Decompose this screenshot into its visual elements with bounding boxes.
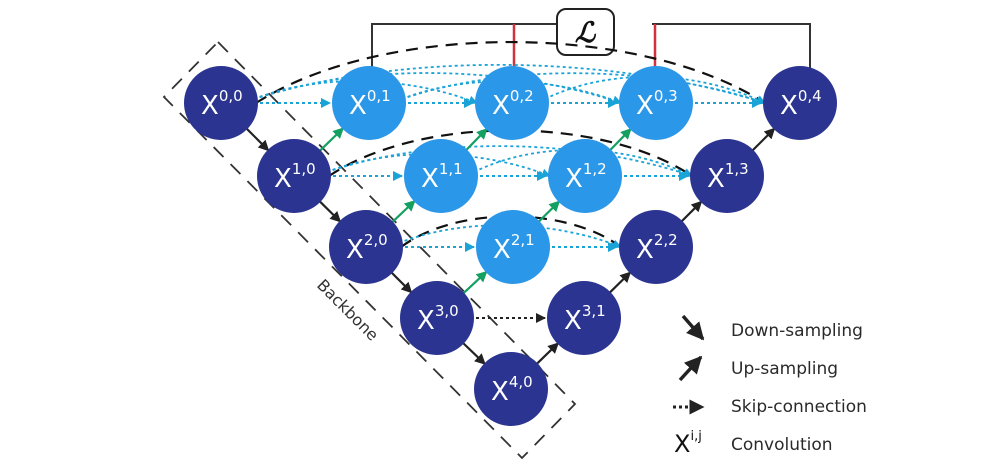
loss-box: ℒ	[556, 8, 615, 56]
legend: Down-sampling Up-sampling Skip-connectio…	[673, 314, 867, 458]
legend-label: Skip-connection	[731, 397, 867, 417]
node-x13: X1,3	[690, 139, 764, 213]
node-x12: X1,2	[548, 139, 622, 213]
legend-item-skip-connection: Skip-connection	[673, 397, 867, 417]
node-x30: X3,0	[400, 281, 474, 355]
backbone-box	[162, 40, 577, 460]
node-label: X1,2	[565, 160, 607, 194]
long-skip-connection	[253, 63, 766, 105]
loss-symbol: ℒ	[575, 16, 597, 49]
up-sampling-arrow	[535, 342, 559, 366]
node-label: X2,2	[636, 231, 678, 265]
node-x01: X0,1	[332, 66, 406, 140]
node-x10: X1,0	[257, 139, 331, 213]
node-x22: X2,2	[619, 210, 693, 284]
long-skip-connection	[544, 76, 766, 104]
node-circle	[547, 281, 621, 355]
legend-item-down-sampling: Down-sampling	[681, 314, 863, 341]
node-label: X1,3	[707, 160, 749, 194]
up-sampling-arrow	[608, 128, 632, 152]
node-label: X2,0	[346, 231, 388, 265]
up-arrow-icon	[678, 355, 703, 382]
node-x02: X0,2	[475, 66, 549, 140]
edges-layer	[244, 40, 776, 366]
node-x21: X2,1	[476, 210, 550, 284]
node-x03: X0,3	[619, 66, 693, 140]
down-sampling-arrow	[318, 199, 342, 223]
convolution-symbol: Xi,j	[674, 429, 702, 458]
legend-item-convolution: Xi,j Convolution	[674, 429, 833, 458]
node-x11: X1,1	[404, 139, 478, 213]
long-skip-connection	[326, 153, 551, 178]
node-label: X0,4	[780, 87, 822, 121]
node-circle	[474, 352, 548, 426]
node-label: X3,1	[564, 302, 606, 336]
up-sampling-arrow	[390, 199, 416, 224]
up-sampling-arrow	[750, 127, 776, 153]
node-circle	[548, 139, 622, 213]
node-circle	[690, 139, 764, 213]
node-x00: X0,0	[184, 66, 258, 140]
node-label: X0,0	[201, 87, 243, 121]
dense-connection-arc	[255, 40, 766, 104]
long-skip-connection	[401, 72, 766, 105]
down-sampling-arrow	[461, 341, 486, 365]
node-x04: X0,4	[763, 66, 837, 140]
node-circle	[619, 66, 693, 140]
down-arrow-icon	[681, 314, 705, 341]
node-circle	[476, 210, 550, 284]
up-sampling-arrow	[461, 270, 488, 295]
node-circle	[400, 281, 474, 355]
dense-connection-arc	[400, 215, 622, 248]
node-label: X0,1	[349, 87, 391, 121]
node-circle	[404, 139, 478, 213]
legend-label: Up-sampling	[731, 359, 838, 379]
node-circle	[619, 210, 693, 284]
nodes-layer: X0,0X1,0X2,0X3,0X4,0 X0,1 X0,2 X0,3X1,1 X1,2…	[184, 66, 837, 426]
node-label: X4,0	[491, 373, 533, 407]
node-label: X3,0	[417, 302, 459, 336]
node-x31: X3,1	[547, 281, 621, 355]
backbone-label: Backbone	[313, 275, 382, 344]
node-circle	[763, 66, 837, 140]
up-sampling-arrow	[318, 127, 344, 153]
node-x20: X2,0	[329, 210, 403, 284]
node-circle	[184, 66, 258, 140]
node-x40: X4,0	[474, 352, 548, 426]
node-circle	[332, 66, 406, 140]
up-sampling-arrow	[464, 128, 488, 152]
down-sampling-arrow	[389, 270, 413, 294]
up-sampling-arrow	[608, 271, 632, 295]
down-sampling-arrow	[244, 126, 270, 152]
node-label: X0,3	[636, 87, 678, 121]
legend-label: Convolution	[731, 435, 833, 455]
node-circle	[329, 210, 403, 284]
long-skip-connection	[398, 224, 622, 249]
node-label: X0,2	[492, 87, 534, 121]
up-sampling-arrow	[679, 200, 703, 224]
node-label: X1,0	[274, 160, 316, 194]
node-circle	[257, 139, 331, 213]
long-skip-connection	[253, 80, 478, 105]
legend-item-up-sampling: Up-sampling	[678, 355, 838, 382]
node-label: X1,1	[421, 160, 463, 194]
legend-label: Down-sampling	[731, 321, 863, 341]
node-label: X2,1	[493, 231, 535, 265]
up-sampling-arrow	[537, 200, 561, 224]
long-skip-connection	[326, 145, 693, 178]
node-circle	[475, 66, 549, 140]
